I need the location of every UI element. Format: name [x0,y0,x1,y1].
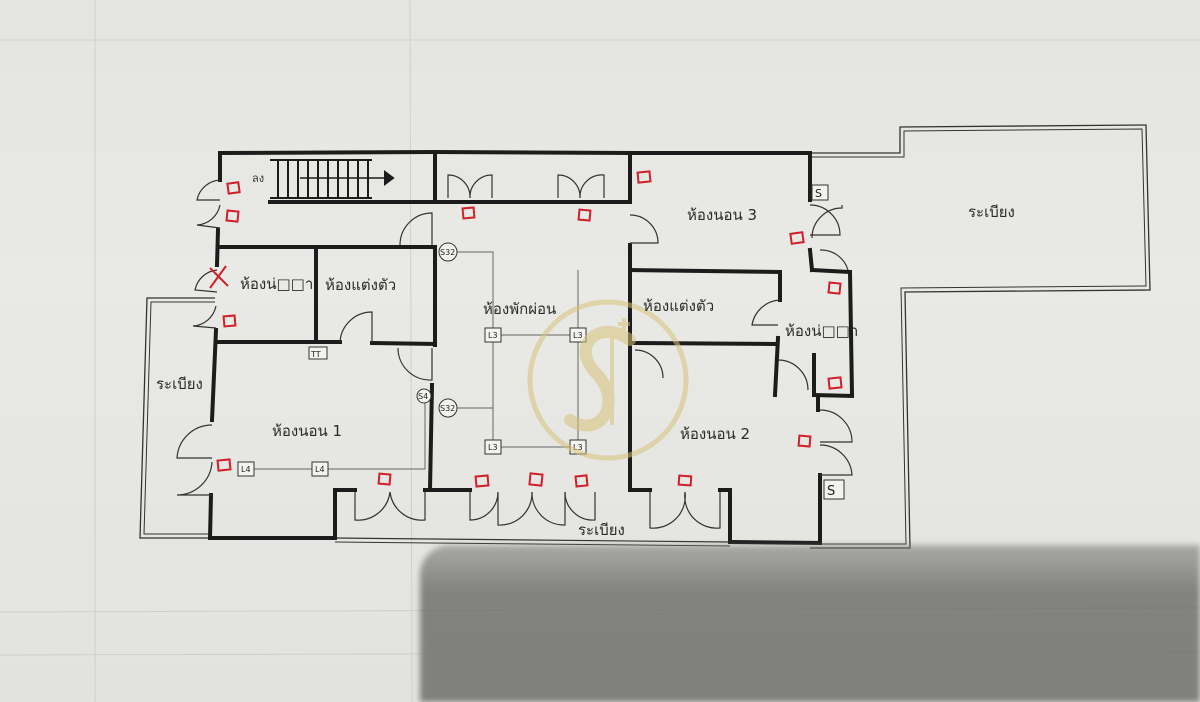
switch-s32-mid: S32 [440,404,455,413]
switch-s4: S4 [418,392,428,401]
living-room-label: ห้องพักผ่อน [483,300,557,318]
switch-s-bottom: S [827,484,835,499]
red-markers [209,170,843,488]
fixture-l3-c: L3 [488,443,498,452]
terrace-west-label: ระเบียง [156,375,203,393]
terrace-east-label: ระเบียง [968,203,1015,221]
stairs [270,159,395,199]
switch-codes: S32 S32 S4 S S TT [310,187,835,499]
bedroom-1-label: ห้องนอน 1 [272,422,343,440]
cross-mark [209,265,229,289]
watermark-logo [527,299,689,461]
switch-tt: TT [310,350,321,359]
photo-shadow [420,545,1200,702]
bedroom-3-label: ห้องนอน 3 [687,206,758,224]
stairs-down-label: ลง [252,172,265,185]
bathroom-right-label: ห้องน่□□า [785,322,859,340]
wiring [246,251,579,470]
fixture-codes: L3 L3 L3 L3 L4 L4 [241,331,583,474]
bedroom-2-label: ห้องนอน 2 [680,425,751,443]
switch-symbols [308,184,845,500]
door-swings [176,174,853,529]
bathroom-left-label: ห้องน่□□า [240,275,314,293]
switch-s-top: S [815,187,822,200]
switch-s32-top: S32 [440,248,455,257]
fixture-l3-a: L3 [488,331,498,340]
dressing-left-label: ห้องแต่งตัว [325,276,397,294]
terrace-outlines [139,124,1151,549]
fixture-l3-b: L3 [573,331,583,340]
terrace-south-label: ระเบียง [578,521,625,539]
fixture-l3-d: L3 [573,443,583,452]
dressing-right-label: ห้องแต่งตัว [643,297,715,315]
fixture-l4-b: L4 [315,465,325,474]
fixture-l4-a: L4 [241,465,251,474]
walls [207,149,855,546]
